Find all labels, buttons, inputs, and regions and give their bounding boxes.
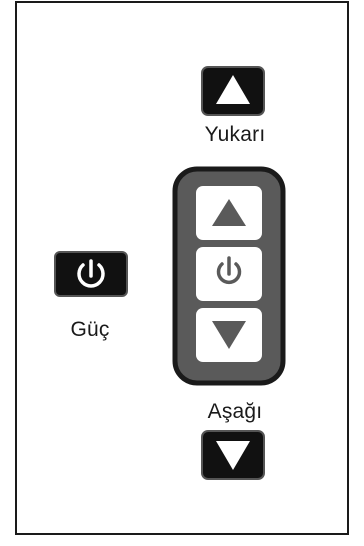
up-button[interactable] <box>201 66 265 116</box>
remote-control <box>172 166 286 386</box>
power-label: Güç <box>70 318 110 341</box>
triangle-down-icon <box>201 430 265 480</box>
down-label: Aşağı <box>207 400 263 423</box>
down-button[interactable] <box>201 430 265 480</box>
power-button[interactable] <box>54 251 128 297</box>
up-label: Yukarı <box>204 123 266 146</box>
remote-up-key[interactable] <box>196 186 262 240</box>
power-icon <box>54 251 128 297</box>
triangle-up-icon <box>201 66 265 116</box>
power-icon <box>216 262 242 284</box>
triangle-up-icon <box>212 199 246 226</box>
remote-power-key[interactable] <box>196 247 262 301</box>
triangle-down-icon <box>212 321 246 349</box>
remote-down-key[interactable] <box>196 308 262 362</box>
